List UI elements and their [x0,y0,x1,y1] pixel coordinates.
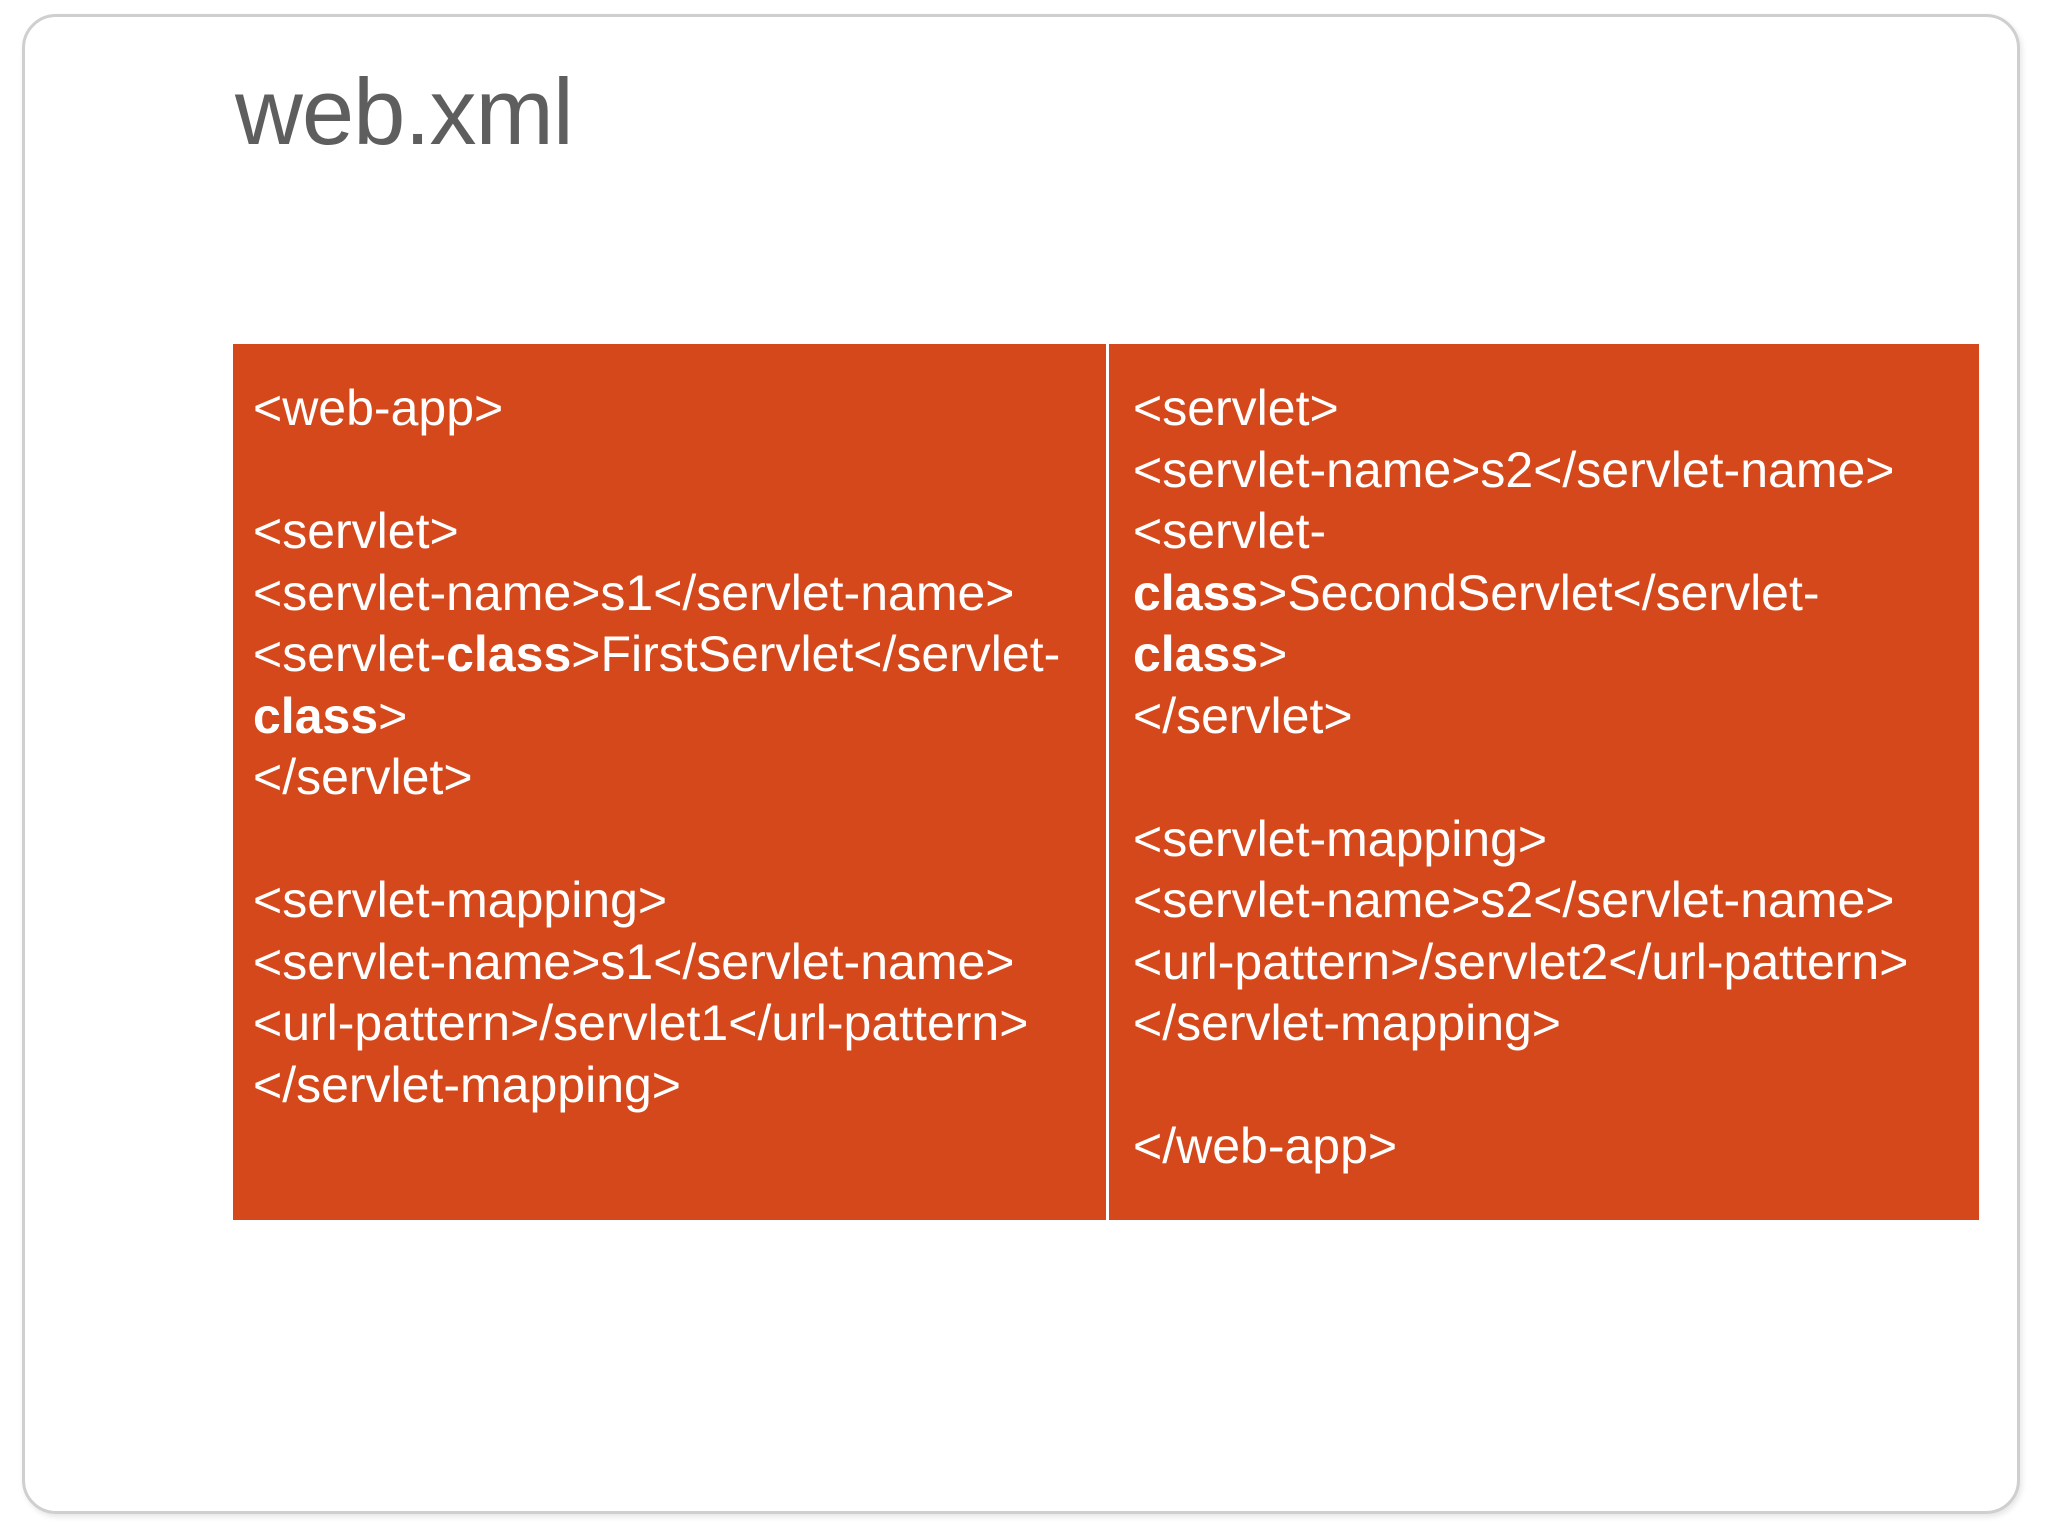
code-line: </servlet> [1133,687,1353,744]
code-line: <servlet> [253,503,459,559]
code-line: <servlet-mapping> [1133,810,1548,867]
code-column-left: <web-app><servlet><servlet-name>s1</serv… [233,344,1106,1220]
code-line: </servlet-mapping> [253,1056,682,1113]
code-line-blank [253,440,1088,502]
code-line-blank [253,809,1088,871]
code-line: <url-pattern>/servlet2</url-pattern> [1133,933,1909,990]
code-line: </servlet> [253,749,473,805]
code-line: <servlet-name>s1</servlet-name> [253,933,1015,990]
code-line: <servlet-mapping> [253,872,668,928]
code-panel: <web-app><servlet><servlet-name>s1</serv… [233,344,1979,1220]
code-line: </servlet-mapping> [1133,995,1562,1051]
page-title: web.xml [235,59,574,164]
code-line: <servlet-class>FirstServlet</servlet-cla… [253,626,1061,744]
code-line: <servlet> [1133,380,1339,436]
code-column-right: <servlet><servlet-name>s2</servlet-name>… [1106,344,1979,1220]
code-line: </web-app> [1133,1118,1398,1174]
code-line: <url-pattern>/servlet1</url-pattern> [253,995,1029,1051]
code-line-blank [1133,747,1961,809]
code-line-blank [1133,1055,1961,1117]
code-line: <servlet-name>s2</servlet-name> [1133,872,1895,928]
slide-frame: web.xml <web-app><servlet><servlet-name>… [22,14,2020,1514]
code-line: <servlet-name>s2</servlet-name> [1133,441,1895,498]
code-line: <web-app> [253,380,504,436]
code-line: <servlet-class>SecondServlet</servlet-cl… [1133,503,1820,682]
code-line: <servlet-name>s1</servlet-name> [253,564,1015,621]
